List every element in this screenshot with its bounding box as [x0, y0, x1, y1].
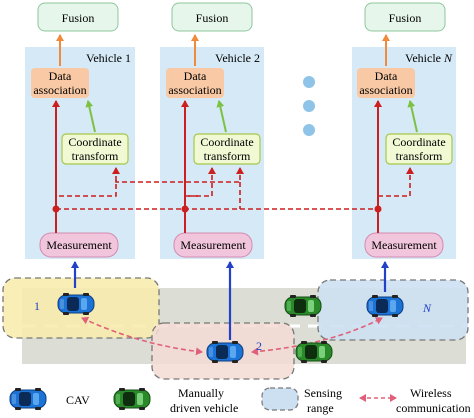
sensing-range-icon	[261, 387, 299, 411]
data-association-label: Data	[184, 69, 207, 83]
data-association-box	[166, 68, 224, 98]
vehicle-title: Vehicle 1	[86, 51, 131, 65]
fusion-label: Fusion	[389, 11, 422, 25]
data-association-label: Data	[49, 69, 72, 83]
coordinate-transform-label: Coordinate	[200, 135, 253, 149]
car-id-label: 1	[34, 299, 40, 313]
legend-sensing-label: Sensing	[304, 386, 342, 400]
legend-wireless-label: Wireless	[410, 386, 452, 400]
cav-car-icon	[9, 387, 47, 411]
transform-to-assoc-arrow	[407, 100, 418, 133]
junction-dot	[374, 205, 382, 213]
cav-car-icon	[57, 292, 95, 316]
v2v-link	[251, 317, 383, 356]
legend-cav-label: CAV	[66, 393, 90, 407]
fusion-label: Fusion	[196, 11, 229, 25]
road-scene: 1 2 N	[2, 261, 469, 380]
measurement-label: Measurement	[180, 238, 246, 252]
manual-car-icon	[113, 387, 151, 411]
coordinate-transform-label-2: transform	[72, 149, 119, 163]
legend-wireless-label-2: communication	[396, 401, 471, 415]
coordinate-transform-box	[61, 133, 129, 165]
vehicle-title: Vehicle 2	[215, 51, 260, 65]
manual-car-icon	[284, 294, 322, 318]
data-association-label-2: association	[168, 83, 221, 97]
fusion-box	[171, 2, 253, 32]
junction-dot	[181, 205, 189, 213]
cav-car-icon	[366, 294, 404, 318]
junction-dot	[52, 205, 60, 213]
data-association-box	[357, 68, 415, 98]
data-association-label-2: association	[359, 83, 412, 97]
car-id-label: N	[422, 301, 432, 315]
measurement-box	[173, 232, 253, 258]
coordinate-transform-label: Coordinate	[392, 135, 445, 149]
cav-car-icon	[206, 340, 244, 364]
car-id-label: 2	[256, 339, 262, 353]
measurement-box	[39, 232, 119, 258]
data-association-label: Data	[375, 69, 398, 83]
data-association-box	[31, 68, 89, 98]
manual-car-icon	[295, 340, 333, 364]
fusion-label: Fusion	[62, 11, 95, 25]
coordinate-transform-box	[385, 133, 453, 165]
data-association-label-2: association	[33, 83, 86, 97]
vehicle-title: Vehicle N	[405, 51, 453, 65]
legend-manual-label: Manually	[178, 386, 224, 400]
coordinate-transform-label-2: transform	[396, 149, 443, 163]
measurement-label: Measurement	[46, 238, 112, 252]
fusion-box	[364, 2, 446, 32]
wireless-exchange-lines	[55, 167, 414, 210]
coordinate-transform-label-2: transform	[204, 149, 251, 163]
legend-sensing-label-2: range	[307, 401, 334, 415]
transform-to-assoc-arrow	[85, 100, 96, 133]
vehicle-n-module: Vehicle N Fusion Data association Coordi…	[352, 2, 456, 259]
vehicle-1-module: Vehicle 1 Fusion Data association Coordi…	[25, 2, 135, 259]
fusion-box	[37, 2, 119, 32]
measurement-label: Measurement	[371, 238, 437, 252]
measurement-box	[364, 232, 444, 258]
vehicle-2-module: Vehicle 2 Fusion Data association Coordi…	[160, 2, 264, 259]
legend-manual-label-2: driven vehicle	[170, 401, 238, 415]
coordinate-transform-box	[193, 133, 261, 165]
legend: CAV Manually driven vehicle Sensing rang…	[9, 386, 471, 415]
dots-ellipsis-icon	[303, 76, 315, 136]
coordinate-transform-label: Coordinate	[68, 135, 121, 149]
transform-to-assoc-arrow	[216, 100, 227, 133]
